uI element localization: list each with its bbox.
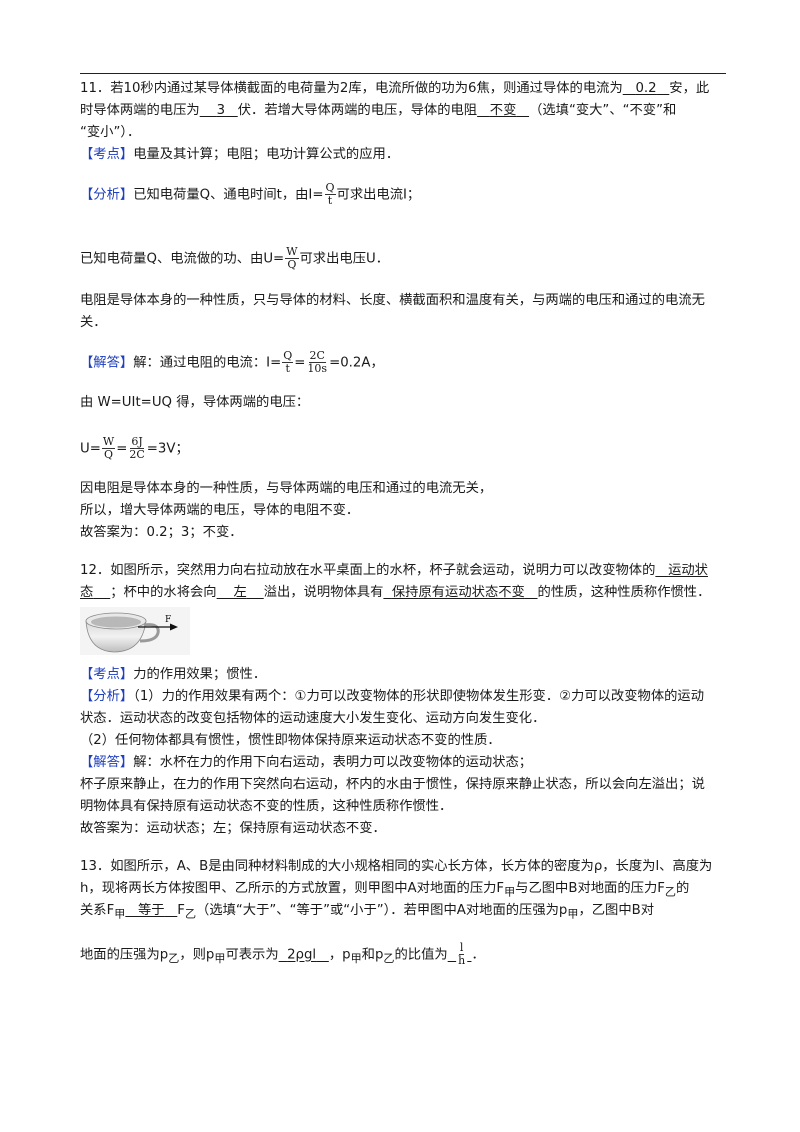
q12-fenxi3: （2）任何物体都具有惯性，惯性即物体保持原来运动状态不变的性质．	[80, 733, 501, 748]
q12-fenxi1: 【分析】（1）力的作用效果有两个：①力可以改变物体的形状即使物体发生形变．②力可…	[80, 689, 705, 704]
cup-water	[91, 616, 141, 628]
jieda-tag: 【解答】	[80, 755, 134, 770]
kaodian-tag: 【考点】	[80, 147, 134, 162]
jieda-tag: 【解答】	[80, 355, 134, 371]
q13-answer-pressure: 2ρgl	[287, 947, 317, 963]
fenxi-tag: 【分析】	[80, 187, 134, 203]
q11-answer-current: 0.2	[635, 81, 657, 96]
header-rule	[80, 73, 726, 74]
q12-answer-direction: 左	[233, 585, 247, 600]
q11-line2: 时导体两端的电压为 3 伏．若增大导体两端的电压，导体的电阻 不变 （选填“变大…	[80, 103, 677, 118]
q13-line2: h，现将两长方体按图甲、乙所示的方式放置，则甲图中A对地面的压力F甲与乙图中B对…	[80, 881, 690, 899]
cup-handle	[139, 623, 160, 643]
q11-kaodian: 【考点】电量及其计算；电阻；电功计算公式的应用．	[80, 147, 400, 162]
q11-fenxi3: 电阻是导体本身的一种性质，只与导体的材料、长度、横截面积和温度有关，与两端的电压…	[80, 293, 705, 308]
q12-line1: 12．如图所示，突然用力向右拉动放在水平桌面上的水杯，杯子就会运动，说明力可以改…	[80, 563, 708, 578]
q11-answer-resistance: 不变	[489, 103, 517, 118]
q11-answer-voltage: 3	[216, 103, 226, 118]
q12-answer-state-part2: 态	[80, 585, 94, 600]
q12-jieda3: 明物体具有保持原有运动状态不变的性质，这种性质称作惯性．	[80, 799, 453, 814]
q11-line1: 11．若10秒内通过某导体横截面的电荷量为2库，电流所做的功为6焦，则通过导体的…	[80, 81, 710, 96]
q13-answer-relation: 等于	[138, 903, 165, 918]
q12-answer-inertia: 保持原有运动状态不变	[391, 585, 525, 600]
q11-jieda4: 因电阻是导体本身的一种性质，与导体两端的电压和通过的电流无关，	[80, 481, 493, 496]
q12-jieda2: 杯子原来静止，在力的作用下突然向右运动，杯内的水由于惯性，保持原来静止状态，所以…	[80, 777, 705, 792]
cup-body	[85, 620, 147, 653]
q12-answer: 故答案为：运动状态；左；保持原有运动状态不变．	[80, 821, 386, 836]
kaodian-tag: 【考点】	[80, 667, 134, 682]
q12-line2: 态 ；杯中的水将会向 左 溢出，说明物体具有 保持原有运动状态不变 的性质，这种…	[80, 585, 711, 600]
q11-line3: “变小”）．	[80, 125, 141, 140]
q13-line1: 13．如图所示，A、B是由同种材料制成的大小规格相同的实心长方体，长方体的密度为…	[80, 859, 713, 874]
q11-text: 11．若10秒内通过某导体横截面的电荷量为2库，电流所做的功为6焦，则通过导体的…	[80, 81, 623, 96]
cup-figure: F	[80, 607, 190, 655]
q12-fenxi2: 状态．运动状态的改变包括物体的运动速度大小发生变化、运动方向发生变化．	[80, 711, 546, 726]
q11-jieda2: 由 W=UIt=UQ 得，导体两端的电压：	[80, 395, 310, 410]
q12-kaodian: 【考点】力的作用效果；惯性．	[80, 667, 267, 682]
fenxi-tag: 【分析】	[80, 689, 134, 704]
q11-fenxi4: 关．	[80, 315, 107, 330]
q12-jieda1: 【解答】解：水杯在力的作用下向右运动，表明力可以改变物体的运动状态；	[80, 755, 533, 770]
q11-answer: 故答案为：0.2；3；不变．	[80, 525, 243, 540]
force-label: F	[165, 615, 171, 625]
force-arrow-head	[170, 623, 178, 631]
q13-line3: 关系F甲 等于 F乙（选填“大于”、“等于”或“小于”）．若甲图中A对地面的压强…	[80, 903, 655, 921]
q11-jieda5: 所以，增大导体两端的电压，导体的电阻不变．	[80, 503, 360, 518]
q12-answer-state-part1: 运动状	[668, 563, 708, 578]
